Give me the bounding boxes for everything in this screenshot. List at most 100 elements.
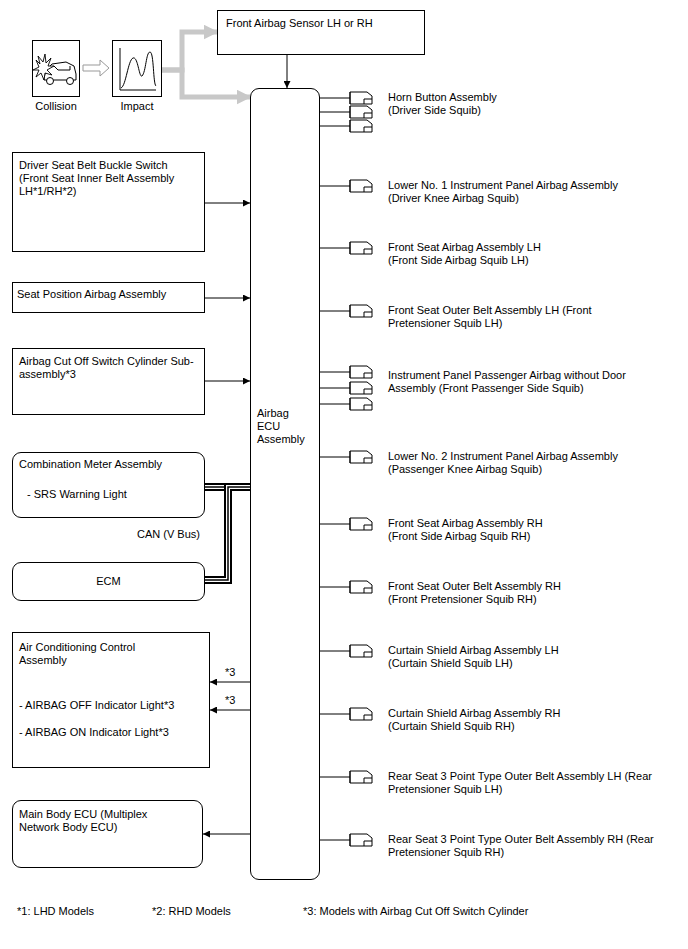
connector [320, 524, 345, 525]
node-title: Front Seat Airbag Assembly RH (Front Sid… [388, 517, 566, 543]
node-title: Airbag Cut Off Switch Cylinder Sub-assem… [19, 355, 194, 381]
hollow-arrow [83, 60, 109, 76]
connector [320, 457, 345, 458]
connector [210, 710, 250, 711]
wire [320, 248, 345, 249]
node-title: Front Airbag Sensor LH or RH [226, 17, 416, 30]
connector [320, 587, 345, 588]
node-item: - SRS Warning Light [19, 488, 198, 501]
connector [205, 203, 250, 204]
impact-graph-icon [120, 48, 156, 90]
wire [320, 186, 345, 187]
wire [320, 388, 345, 389]
input-box: Driver Seat Belt Buckle Switch (Front Se… [12, 152, 205, 252]
node-title: Instrument Panel Passenger Airbag withou… [388, 369, 668, 395]
squib-item: Front Seat Outer Belt Assembly LH (Front… [345, 301, 680, 333]
node-title: Impact [120, 100, 153, 113]
node-title: Combination Meter Assembly [19, 458, 198, 471]
squib-connector [345, 708, 372, 720]
squib-item: Horn Button Assembly (Driver Side Squib) [345, 88, 680, 120]
airbag-ecu-box: Airbag ECU Assembly [250, 88, 320, 880]
node-item: - AIRBAG OFF Indicator Light*3 [19, 699, 184, 712]
connector [205, 298, 250, 299]
squib-connector [345, 106, 372, 118]
squib-item: Curtain Shield Airbag Assembly RH (Curta… [345, 704, 680, 736]
squib-connector [345, 382, 372, 394]
squib-item: Lower No. 2 Instrument Panel Airbag Asse… [345, 447, 680, 479]
connector [320, 248, 345, 249]
squib-connector [345, 242, 372, 254]
node-title: Lower No. 1 Instrument Panel Airbag Asse… [388, 179, 646, 205]
connector [320, 777, 345, 778]
ecm-box: ECM [12, 562, 205, 601]
squib-item: Instrument Panel Passenger Airbag withou… [345, 366, 680, 398]
squib-item: Front Seat Airbag Assembly LH (Front Sid… [345, 238, 680, 270]
impact-box: Impact [112, 40, 162, 97]
wire [210, 710, 250, 711]
node-title: Rear Seat 3 Point Type Outer Belt Assemb… [388, 833, 660, 859]
node-title: Front Seat Outer Belt Assembly LH (Front… [388, 304, 593, 330]
edge-label: *3 [224, 666, 236, 679]
wire [320, 777, 345, 778]
squib-connector [345, 398, 372, 410]
squib-item: Front Seat Airbag Assembly RH (Front Sid… [345, 514, 680, 546]
squib-item: Rear Seat 3 Point Type Outer Belt Assemb… [345, 830, 680, 862]
connector [320, 714, 345, 715]
collision-box: Collision [32, 40, 80, 97]
wire [320, 112, 345, 113]
connector [320, 311, 345, 312]
connector [205, 487, 250, 580]
wire [320, 587, 345, 588]
connector [287, 55, 288, 88]
footnote: *2: RHD Models [152, 905, 231, 918]
node-title: Rear Seat 3 Point Type Outer Belt Assemb… [388, 770, 660, 796]
squib-connector [345, 180, 372, 192]
wire [205, 381, 250, 382]
node-title: Front Seat Outer Belt Assembly RH (Front… [388, 580, 593, 606]
wire [287, 55, 288, 88]
connector [320, 186, 345, 187]
connector [320, 388, 345, 389]
bus-label: CAN (V Bus) [137, 528, 200, 541]
wire [205, 203, 250, 204]
node-title: Curtain Shield Airbag Assembly RH (Curta… [388, 707, 593, 733]
squib-item: Lower No. 1 Instrument Panel Airbag Asse… [345, 176, 680, 208]
ac-control-box: Air Conditioning Control Assembly- AIRBA… [12, 632, 210, 768]
squib-item: Rear Seat 3 Point Type Outer Belt Assemb… [345, 767, 680, 799]
body-ecu-box: Main Body ECU (Multiplex Network Body EC… [12, 800, 203, 868]
squib-connector [345, 366, 372, 378]
wire [320, 311, 345, 312]
connector [320, 840, 345, 841]
footnote: *3: Models with Airbag Cut Off Switch Cy… [303, 905, 528, 918]
node-title: Curtain Shield Airbag Assembly LH (Curta… [388, 644, 593, 670]
node-title: Lower No. 2 Instrument Panel Airbag Asse… [388, 450, 646, 476]
connector [210, 682, 250, 683]
squib-connector [345, 92, 372, 104]
input-box: Airbag Cut Off Switch Cylinder Sub-assem… [12, 348, 205, 415]
connector [320, 112, 345, 113]
node-title: Collision [35, 100, 77, 113]
wire [205, 298, 250, 299]
connector [320, 651, 345, 652]
collision-icon [33, 54, 76, 85]
can-bus-core [205, 487, 250, 580]
node-title: Front Seat Airbag Assembly LH (Front Sid… [388, 241, 566, 267]
wire [320, 840, 345, 841]
squib-connector-symbols [345, 92, 372, 846]
connector [83, 60, 109, 76]
meter-box: Combination Meter Assembly - SRS Warning … [12, 452, 205, 518]
impact-arrow [162, 32, 217, 70]
wire [203, 834, 250, 835]
wire [320, 457, 345, 458]
squib-connector [345, 771, 372, 783]
squib-connector [345, 451, 372, 463]
connector [162, 32, 217, 70]
squib-connector [345, 645, 372, 657]
wire [320, 651, 345, 652]
sensor-box: Front Airbag Sensor LH or RH [217, 10, 425, 55]
input-box: Seat Position Airbag Assembly [12, 282, 205, 313]
can-bus-outer [205, 487, 250, 580]
node-title: ECM [19, 575, 198, 588]
squib-connector [345, 120, 372, 132]
wire [210, 682, 250, 683]
